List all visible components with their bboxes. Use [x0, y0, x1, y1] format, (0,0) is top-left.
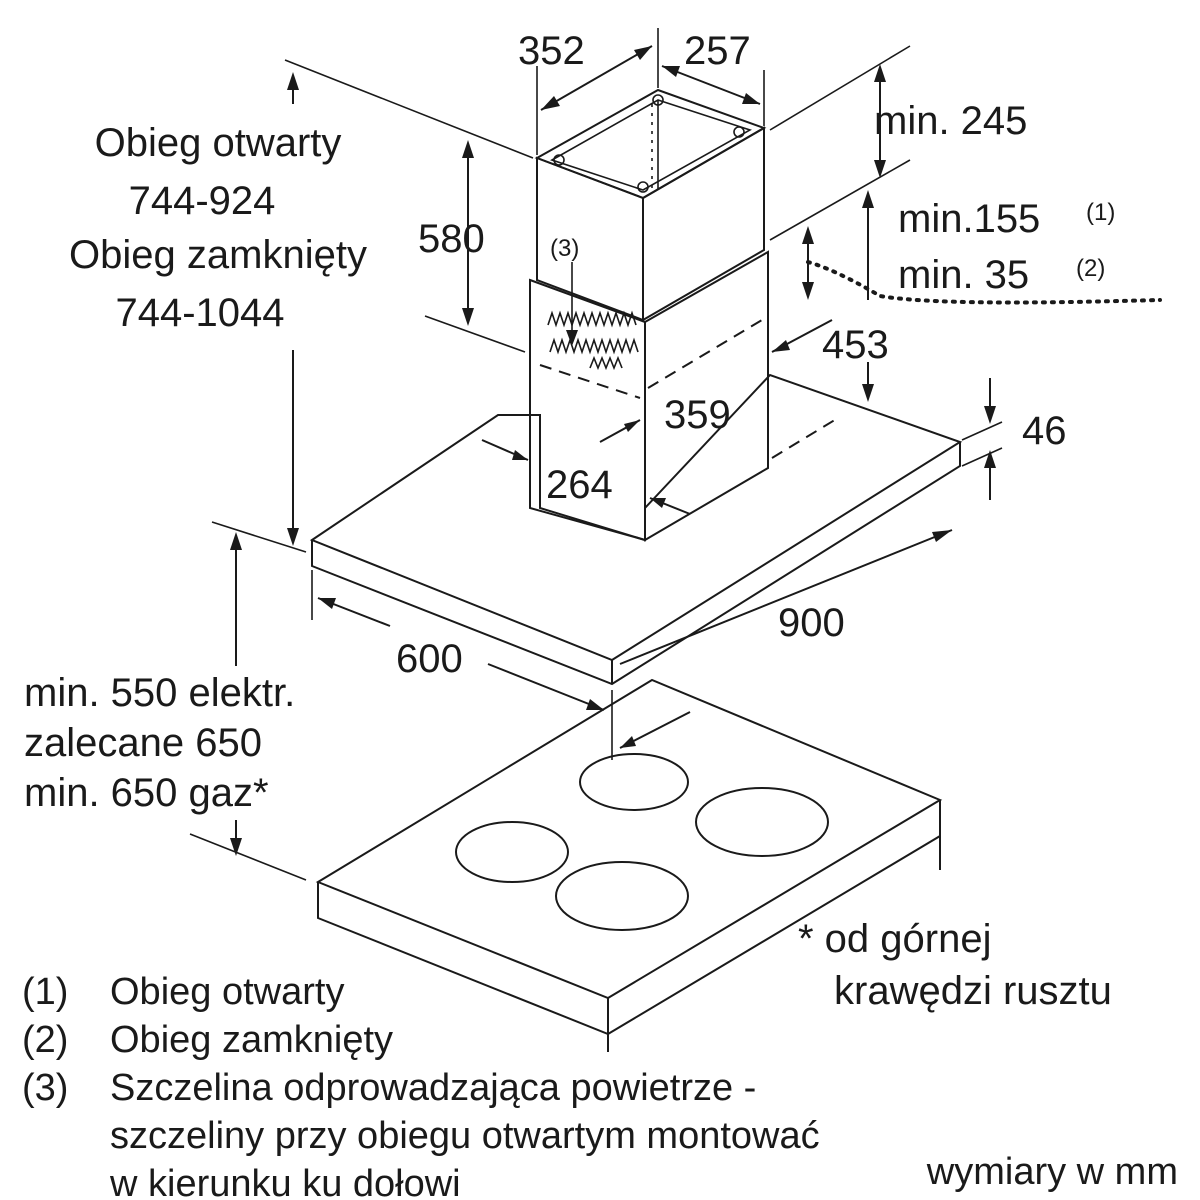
footnote-line1: * od górnej: [798, 917, 991, 961]
label-canopy-width: 900: [778, 601, 845, 645]
burner-front-right: [555, 861, 689, 931]
dimension-labels: 352 257 580 min. 245 min.155 (1) min. 35…: [396, 29, 1115, 681]
legend: (1) Obieg otwarty (2) Obieg zamknięty (3…: [22, 971, 820, 1200]
label-chimney-depth: 257: [684, 29, 751, 73]
height-range-labels: Obieg otwarty 744-924 Obieg zamknięty 74…: [69, 121, 367, 335]
units-note: wymiary w mm: [926, 1151, 1178, 1193]
label-slot-marker: (3): [550, 235, 579, 262]
label-canopy-thickness: 46: [1022, 409, 1067, 453]
burner-rear-right: [695, 787, 829, 857]
label-chimney-lower-depth: 359: [664, 393, 731, 437]
label-clearance-open: min.155: [898, 197, 1040, 241]
dimension-lines: [189, 28, 1162, 881]
label-clearance-top: min. 245: [874, 99, 1027, 143]
label-closed-circulation: Obieg zamknięty: [69, 233, 367, 277]
label-recommended: zalecane 650: [24, 721, 262, 765]
legend-num-2: (2): [22, 1019, 68, 1061]
label-clearance-open-ref: (1): [1086, 199, 1115, 226]
label-closed-range: 744-1044: [115, 291, 284, 335]
label-min-gas: min. 650 gaz*: [24, 771, 269, 815]
label-open-range: 744-924: [129, 179, 276, 223]
legend-num-3: (3): [22, 1067, 68, 1109]
chimney: [529, 88, 769, 542]
label-chimney-width: 352: [518, 29, 585, 73]
label-chimney-upper-height: 580: [418, 217, 485, 261]
footnote: * od górnej krawędzi rusztu: [798, 917, 1112, 1013]
burner-rear-left: [579, 753, 689, 811]
label-canopy-depth: 600: [396, 637, 463, 681]
min-distance-labels: min. 550 elektr. zalecane 650 min. 650 g…: [24, 671, 295, 815]
legend-text-3: Szczelina odprowadzająca powietrze -: [110, 1067, 756, 1109]
legend-text-1: Obieg otwarty: [110, 971, 344, 1013]
cooktop: [315, 678, 943, 1052]
label-chimney-lower-height: 453: [822, 323, 889, 367]
legend-text-2: Obieg zamknięty: [110, 1019, 393, 1061]
air-slot-grille: [547, 310, 639, 371]
label-clearance-closed: min. 35: [898, 253, 1029, 297]
label-chimney-lower-width: 264: [546, 463, 613, 507]
label-min-electric: min. 550 elektr.: [24, 671, 295, 715]
legend-text-3-cont-2: w kierunku ku dołowi: [109, 1163, 461, 1200]
legend-num-1: (1): [22, 971, 68, 1013]
footnote-line2: krawędzi rusztu: [834, 969, 1112, 1013]
label-clearance-closed-ref: (2): [1076, 255, 1105, 282]
label-open-circulation: Obieg otwarty: [95, 121, 342, 165]
burner-front-left: [455, 821, 569, 883]
legend-text-3-cont-1: szczeliny przy obiegu otwartym montować: [110, 1115, 820, 1157]
